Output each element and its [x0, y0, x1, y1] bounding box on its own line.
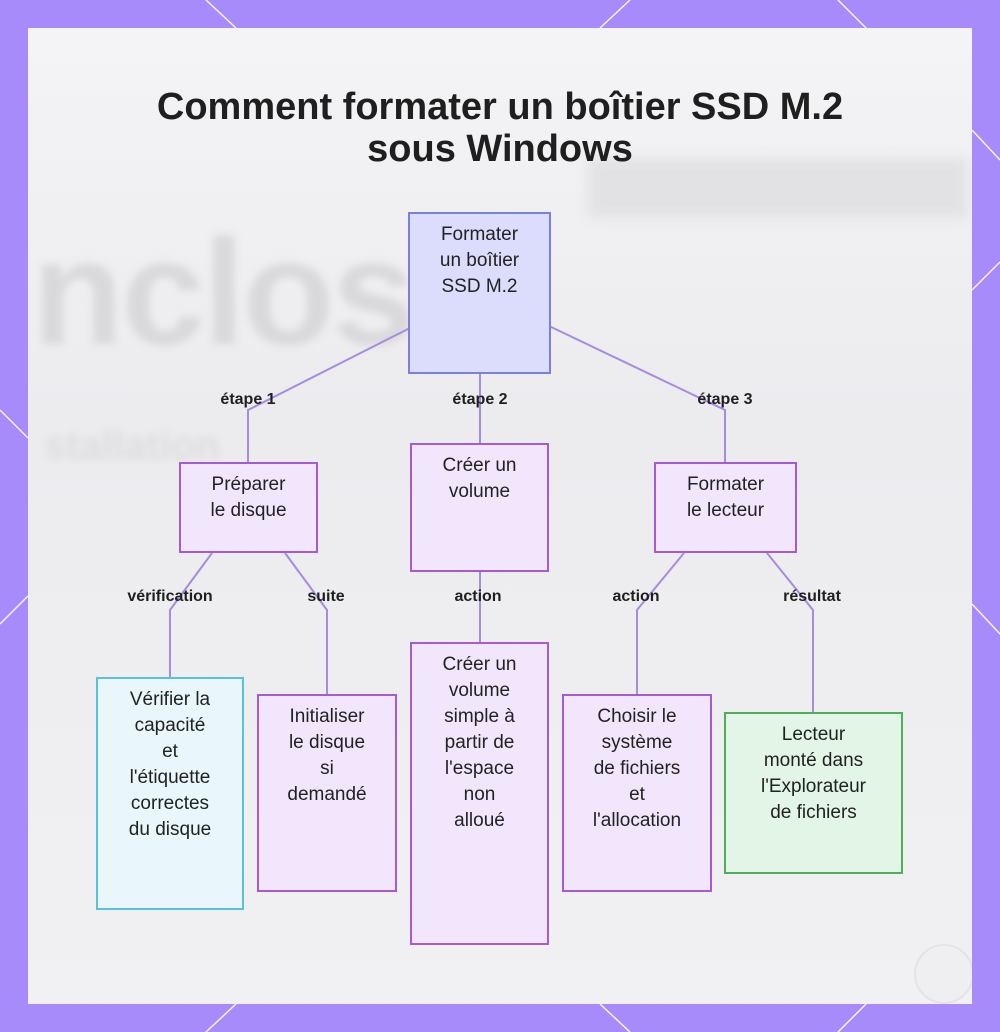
- edge-root-format: [548, 325, 726, 462]
- node-root-label: Formater un boîtier SSD M.2: [439, 224, 520, 297]
- edge-root-prepare: [247, 327, 411, 462]
- edge-label-step-3: étape 3: [697, 391, 753, 408]
- node-prepare-disk-label: Préparer le disque: [210, 474, 287, 521]
- node-verify-capacity-label: Vérifier la capacité et l'étiquette corr…: [128, 689, 212, 840]
- node-format-drive: Formater le lecteur: [654, 462, 797, 553]
- node-initialize-disk: Initialiser le disque si demandé: [257, 694, 397, 892]
- background-subword: stallation: [44, 424, 220, 468]
- edge-prepare-initialize: [284, 552, 328, 695]
- edge-format-mounted: [766, 552, 814, 713]
- node-root: Formater un boîtier SSD M.2: [408, 212, 551, 374]
- edge-label-action-right: action: [612, 588, 660, 605]
- node-simple-volume: Créer un volume simple à partir de l'esp…: [410, 642, 549, 945]
- edge-label-verification: vérification: [127, 588, 213, 605]
- watermark-badge: [914, 944, 972, 1004]
- diagram-title-line-1: Comment formater un boîtier SSD M.2: [156, 86, 844, 128]
- node-choose-filesystem-label: Choisir le système de fichiers et l'allo…: [592, 706, 682, 831]
- edge-label-resultat: résultat: [783, 588, 841, 605]
- node-create-volume: Créer un volume: [410, 443, 549, 572]
- node-drive-mounted-label: Lecteur monté dans l'Explorateur de fich…: [760, 724, 866, 823]
- node-verify-capacity: Vérifier la capacité et l'étiquette corr…: [96, 677, 244, 910]
- edge-label-suite: suite: [307, 588, 345, 605]
- node-create-volume-label: Créer un volume: [442, 455, 517, 502]
- node-simple-volume-label: Créer un volume simple à partir de l'esp…: [442, 654, 517, 831]
- node-initialize-disk-label: Initialiser le disque si demandé: [287, 706, 367, 805]
- node-prepare-disk: Préparer le disque: [179, 462, 318, 553]
- edge-label-step-2: étape 2: [452, 391, 508, 408]
- node-drive-mounted: Lecteur monté dans l'Explorateur de fich…: [724, 712, 903, 874]
- edge-format-filesystem: [636, 552, 685, 695]
- edge-prepare-verify: [169, 552, 213, 678]
- node-format-drive-label: Formater le lecteur: [686, 474, 765, 521]
- edge-label-step-1: étape 1: [220, 391, 276, 408]
- diagram-title-line-2: sous Windows: [367, 128, 633, 170]
- edge-label-action-middle: action: [454, 588, 502, 605]
- node-choose-filesystem: Choisir le système de fichiers et l'allo…: [562, 694, 712, 892]
- background-blur-band: [588, 158, 968, 218]
